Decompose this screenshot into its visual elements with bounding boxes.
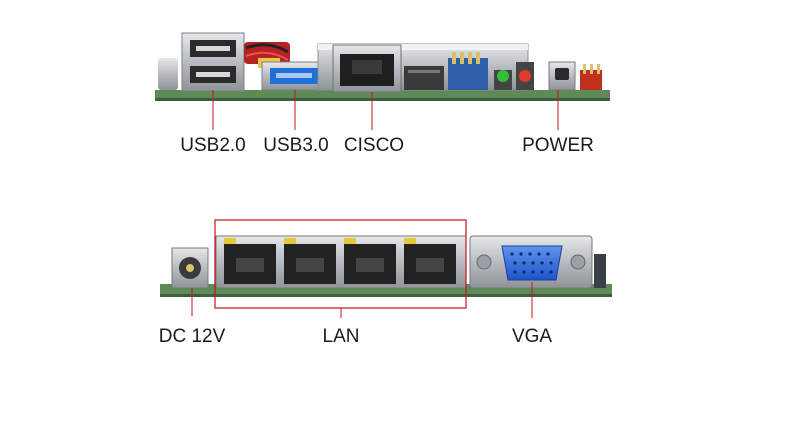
top-callouts: [212, 90, 559, 130]
power-button-icon: [548, 61, 576, 91]
ethernet-port-icon: [284, 238, 336, 284]
lan-label: LAN: [322, 326, 360, 347]
top-pcb-edge: [155, 90, 610, 100]
usb2-port-icon: [181, 32, 245, 92]
usb2-label: USB2.0: [180, 135, 246, 156]
top-board: [155, 32, 610, 101]
jumper-pins-icon: [448, 52, 488, 90]
ethernet-port-icon: [404, 238, 456, 284]
led-red-icon: [516, 62, 534, 90]
vga-port-icon: [469, 235, 593, 289]
bottom-callouts: [191, 282, 533, 318]
ethernet-port-icon: [224, 238, 276, 284]
dc-jack-icon: [171, 247, 209, 289]
ethernet-port-icon: [344, 238, 396, 284]
power-label: POWER: [522, 135, 594, 156]
usb3-label: USB3.0: [263, 135, 329, 156]
dc-label: DC 12V: [158, 326, 226, 347]
lan-ports-block: [215, 235, 467, 289]
capacitor-icon: [158, 58, 178, 90]
vga-label: VGA: [511, 326, 553, 347]
usb3-port-icon: [261, 61, 327, 91]
header-pins-icon: [580, 64, 602, 90]
bottom-board: [160, 219, 612, 309]
led-green-icon: [494, 70, 512, 90]
cisco-label: CISCO: [343, 135, 405, 156]
cisco-ethernet-port-icon: [332, 44, 402, 93]
